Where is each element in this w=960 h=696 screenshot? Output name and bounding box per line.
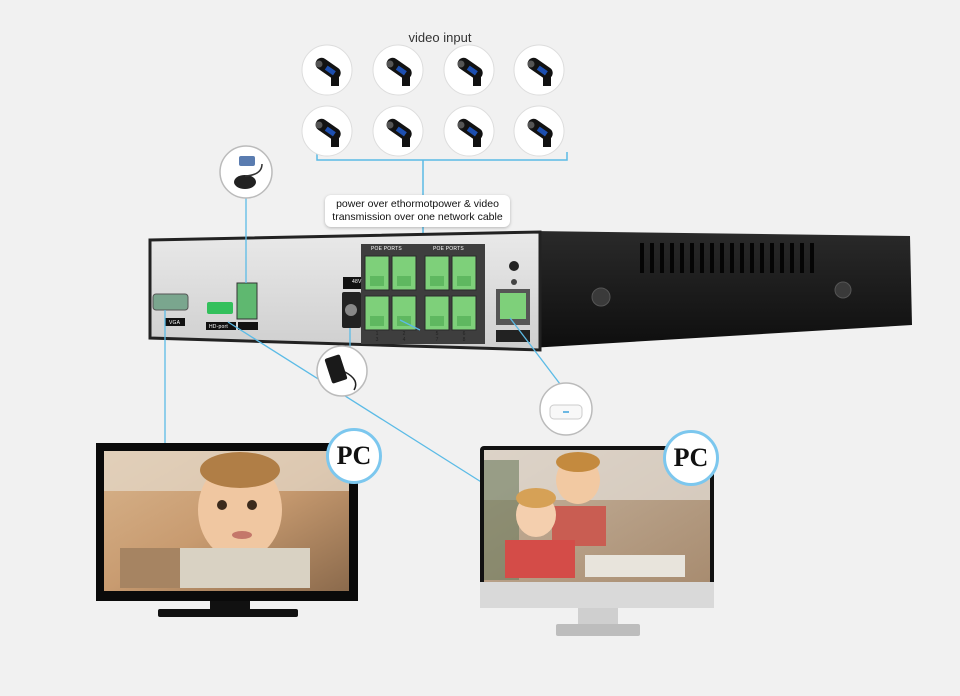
vga-label: VGA <box>169 320 180 326</box>
vent-slot <box>710 243 714 273</box>
hdmi-label: HD-port <box>209 324 228 330</box>
pc-badge-right: PC <box>663 430 719 486</box>
vent-slot <box>740 243 744 273</box>
camera-icon <box>373 106 423 156</box>
router-callout <box>540 383 592 435</box>
poe-note-box: power over ethormotpower & video transmi… <box>325 195 510 227</box>
vent-slot <box>800 243 804 273</box>
vga-port <box>153 294 188 310</box>
poe-port <box>452 256 476 290</box>
port-number: 3 <box>376 337 379 343</box>
vent-slot <box>680 243 684 273</box>
vent-slot <box>650 243 654 273</box>
poe-port <box>425 296 449 330</box>
poe-ports-label-a: POE PORTS <box>371 246 402 252</box>
poe-port <box>392 256 416 290</box>
port-number: 7 <box>436 337 439 343</box>
vent-slot <box>670 243 674 273</box>
usb-mouse-callout <box>220 146 272 198</box>
poe-port <box>452 296 476 330</box>
vent-slot <box>730 243 734 273</box>
video-input-label: video input <box>380 30 500 45</box>
side-screw-2 <box>835 282 851 298</box>
vent-slot <box>760 243 764 273</box>
power-label: 48V <box>352 279 362 285</box>
vent-slot <box>770 243 774 273</box>
camera-grid <box>302 45 564 156</box>
power-adapter-callout <box>317 346 367 396</box>
vent-slot <box>750 243 754 273</box>
port-number: 8 <box>463 337 466 343</box>
camera-icon <box>444 106 494 156</box>
camera-icon <box>514 106 564 156</box>
side-screw-1 <box>592 288 610 306</box>
vent-slot <box>810 243 814 273</box>
hdmi-port <box>207 302 233 314</box>
poe-port <box>365 256 389 290</box>
vent-slot <box>700 243 704 273</box>
vent-slot <box>790 243 794 273</box>
vent-slot <box>690 243 694 273</box>
poe-ports-label-b: POE PORTS <box>433 246 464 252</box>
camera-icon <box>302 45 352 95</box>
monitor-left <box>96 443 358 617</box>
poe-port <box>425 256 449 290</box>
poe-port <box>392 296 416 330</box>
poe-note-line1: power over ethormotpower & video <box>325 198 510 211</box>
camera-icon <box>373 45 423 95</box>
camera-icon <box>514 45 564 95</box>
vent-slot <box>720 243 724 273</box>
port-number: 4 <box>403 337 406 343</box>
vent-slot <box>780 243 784 273</box>
pc-badge-left: PC <box>326 428 382 484</box>
vent-slot <box>660 243 664 273</box>
poe-port <box>365 296 389 330</box>
poe-note-line2: transmission over one network cable <box>325 211 510 224</box>
camera-icon <box>444 45 494 95</box>
camera-icon <box>302 106 352 156</box>
vent-slot <box>640 243 644 273</box>
usb-port <box>237 283 257 319</box>
